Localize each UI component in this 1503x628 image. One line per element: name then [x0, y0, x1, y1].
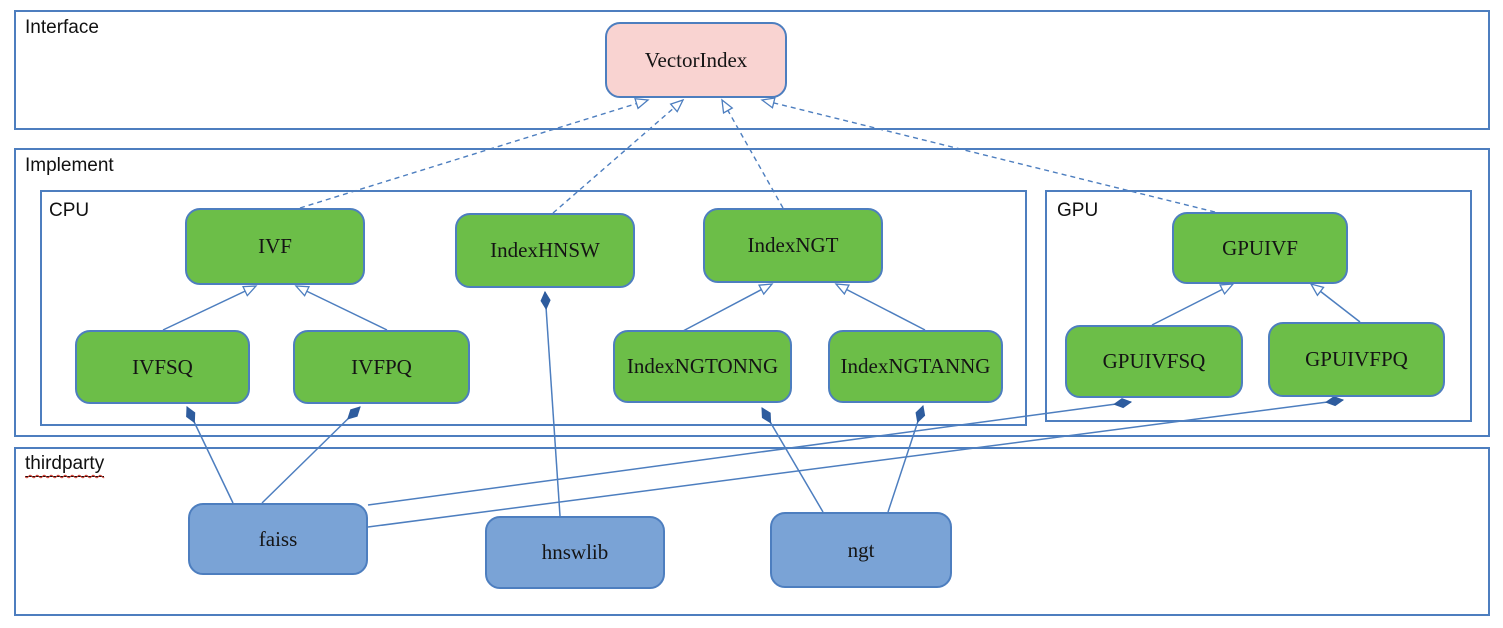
edge-indexngt-vectorindex	[721, 98, 784, 209]
node-ivfpq[interactable]: IVFPQ	[293, 330, 470, 404]
node-ivf[interactable]: IVF	[185, 208, 365, 285]
edge-ivf-vectorindex	[299, 98, 650, 209]
edge-ivfsq-ivf	[162, 285, 258, 331]
node-indexhnsw[interactable]: IndexHNSW	[455, 213, 635, 288]
edge-gpuivf-vectorindex	[760, 97, 1216, 213]
edge-faiss-gpuivfsq	[367, 402, 1131, 506]
group-gpu[interactable]	[1045, 190, 1472, 422]
group-gpu-label: GPU	[1057, 200, 1099, 221]
group-interface[interactable]	[14, 10, 1490, 130]
node-indexngt[interactable]: IndexNGT	[703, 208, 883, 283]
edge-ngt-indexngtanng	[887, 406, 923, 513]
node-gpuivf[interactable]: GPUIVF	[1172, 212, 1348, 284]
node-indexngtanng[interactable]: IndexNGTANNG	[828, 330, 1003, 403]
edge-faiss-gpuivfpq	[367, 400, 1343, 528]
group-cpu[interactable]	[40, 190, 1027, 426]
group-interface-label: Interface	[25, 17, 99, 38]
edge-gpuivfsq-gpuivf	[1151, 283, 1235, 326]
node-ngt[interactable]: ngt	[770, 512, 952, 588]
group-thirdparty[interactable]	[14, 447, 1490, 616]
edge-faiss-ivfsq	[187, 407, 234, 504]
edge-gpuivfpq-gpuivf	[1309, 282, 1361, 323]
group-implement-label: Implement	[25, 155, 114, 176]
edge-ivfpq-ivf	[294, 285, 388, 331]
node-faiss[interactable]: faiss	[188, 503, 368, 575]
group-thirdparty-label: thirdparty	[25, 453, 105, 477]
edge-hnswlib-indexhnsw	[545, 292, 561, 517]
edge-ngt-indexngtonng	[761, 408, 824, 513]
node-indexngtonng[interactable]: IndexNGTONNG	[613, 330, 792, 403]
edge-indexngtanng-indexngt	[834, 283, 926, 331]
edge-indexngtonng-indexngt	[682, 283, 774, 332]
thirdparty-label-text: thirdparty	[25, 453, 105, 474]
group-cpu-label: CPU	[49, 200, 90, 221]
node-gpuivfsq[interactable]: GPUIVFSQ	[1065, 325, 1243, 398]
node-ivfsq[interactable]: IVFSQ	[75, 330, 250, 404]
node-hnswlib[interactable]: hnswlib	[485, 516, 665, 589]
edge-indexhnsw-vectorindex	[552, 98, 685, 214]
node-vectorindex[interactable]: VectorIndex	[605, 22, 787, 98]
node-gpuivfpq[interactable]: GPUIVFPQ	[1268, 322, 1445, 397]
group-implement[interactable]	[14, 148, 1490, 437]
edge-faiss-ivfpq	[261, 407, 360, 504]
